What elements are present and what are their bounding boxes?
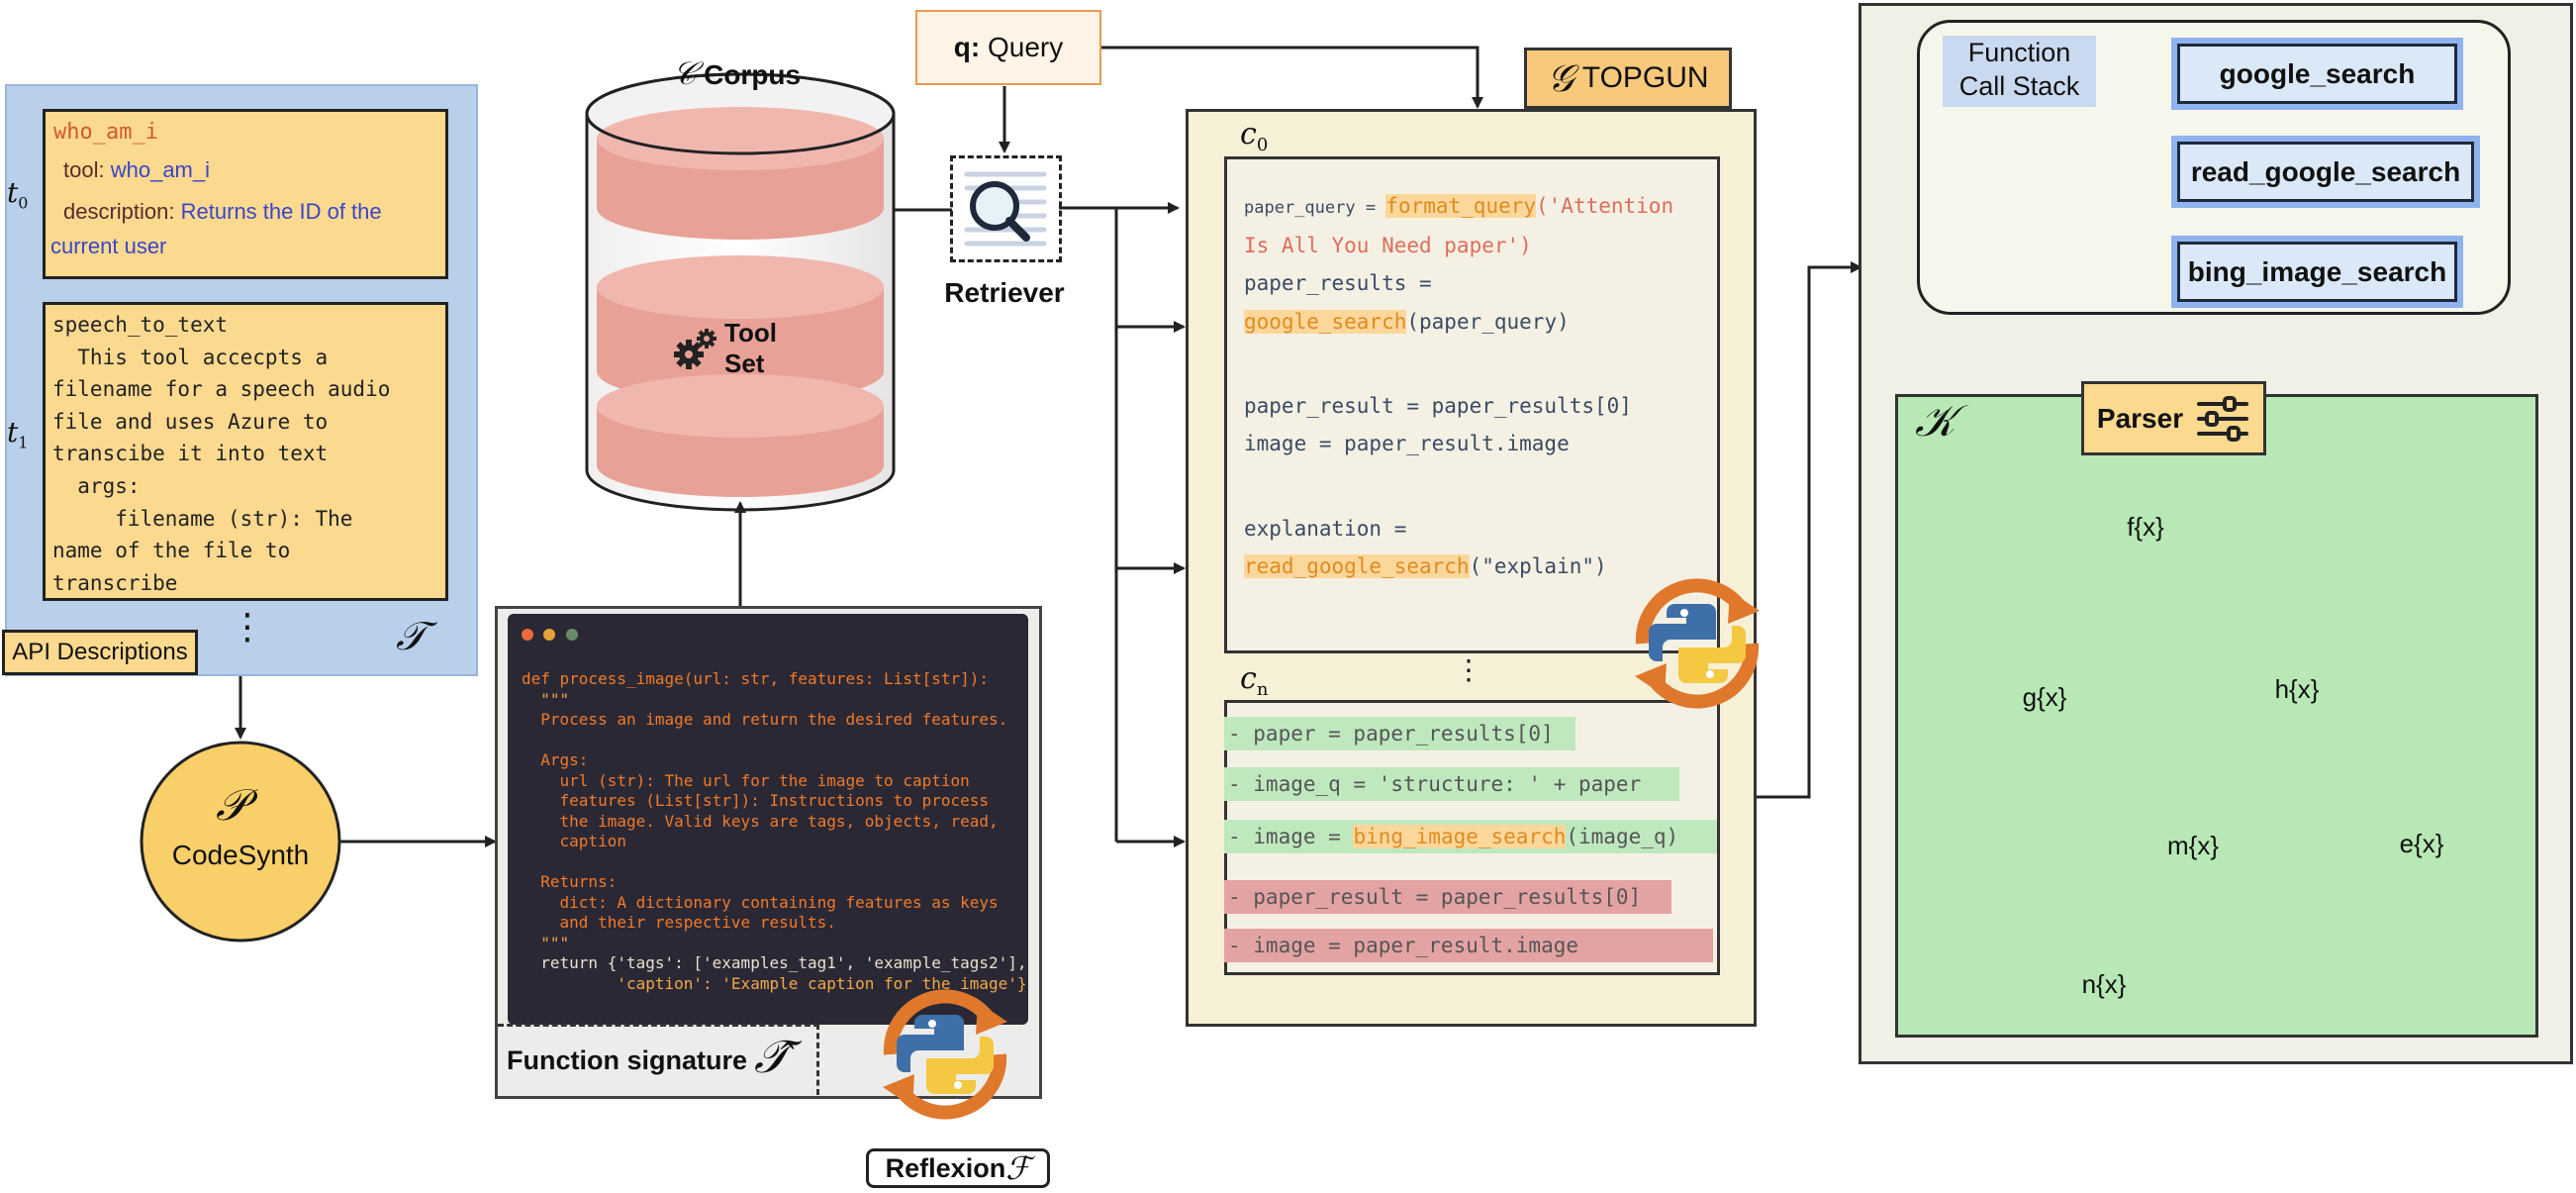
signature-code-line: 'caption': 'Example caption for the imag… — [522, 973, 1027, 993]
c0-label: c0 — [1240, 117, 1269, 155]
api-card-line: filename for a speech audio — [52, 377, 391, 402]
retriever-label: Retriever — [944, 277, 1065, 308]
codesynth-label: CodeSynth — [171, 840, 310, 870]
api-card-who-am-i: who_am_i tool: who_am_i description: Ret… — [43, 109, 448, 279]
cn-added-line-2: - image_q = 'structure: ' + paper — [1224, 767, 1679, 801]
tree-node-e: e{x} — [2399, 829, 2444, 858]
api-card-name: who_am_i — [53, 120, 158, 145]
signature-code-line: """ — [522, 689, 570, 709]
description-value-cont: current user — [50, 234, 167, 258]
function-signature-symbol: 𝒯̂ — [754, 1030, 790, 1083]
codesynth-symbol: 𝒫 — [216, 780, 247, 831]
python-cycle-icon — [1635, 578, 1760, 709]
minimize-dot-icon — [543, 629, 556, 641]
cn-label: cn — [1240, 661, 1269, 700]
api-descriptions-label: API Descriptions — [2, 630, 198, 675]
tool-value: who_am_i — [110, 157, 210, 182]
retriever-icon-frame — [950, 155, 1062, 262]
api-card-speech-to-text: speech_to_text This tool accecpts a filen… — [43, 302, 448, 601]
signature-code-line: Process an image and return the desired … — [522, 710, 1008, 729]
function-signature-code: def process_image(url: str, features: Li… — [522, 669, 1027, 1018]
gears-icon — [674, 329, 716, 369]
call-stack-label: Function Call Stack — [1943, 36, 2096, 107]
tool-key: tool: — [63, 157, 105, 182]
c0-code-line-4: google_search(paper_query) — [1244, 310, 1570, 334]
signature-code-line: """ — [522, 933, 570, 952]
parser-label: Parser — [2096, 402, 2184, 434]
api-card-line: name of the file to — [52, 539, 291, 563]
api-card-line: This tool accecpts a — [52, 345, 329, 369]
tree-node-n: n{x} — [2081, 969, 2127, 999]
stack-item-google-search: google_search — [2177, 44, 2457, 104]
parser-symbol: 𝒦 — [1915, 396, 1956, 447]
signature-code-line: and their respective results. — [522, 913, 836, 932]
api-set-symbol: 𝒯 — [396, 614, 427, 659]
api-ellipsis: ⋮ — [230, 606, 265, 646]
codesynth-circle — [140, 741, 341, 943]
python-cycle-icon — [883, 989, 1007, 1120]
api-card-line: speech_to_text — [52, 313, 229, 337]
stack-item-read-google-search: read_google_search — [2177, 142, 2474, 202]
signature-code-line: url (str): The url for the image to capt… — [522, 770, 970, 790]
signature-code-line — [522, 731, 1021, 751]
api-card-line: filename (str): The — [52, 506, 353, 531]
maximize-dot-icon — [565, 629, 578, 641]
signature-code-line: Returns: — [522, 872, 618, 891]
topgun-ellipsis: ⋮ — [1455, 654, 1482, 685]
function-signature-label: Function signature — [507, 1045, 747, 1075]
signature-code-line: def process_image(url: str, features: Li… — [522, 669, 990, 688]
corpus-title: 𝒞 Corpus — [673, 54, 802, 92]
c0-code-line-7: explanation = — [1244, 517, 1407, 541]
corpus-cylinder — [585, 72, 896, 512]
topgun-reflexion-icon — [1623, 569, 1771, 718]
cn-removed-line-2: - image = paper_result.image — [1224, 929, 1713, 962]
signature-code-line: caption — [522, 832, 626, 850]
api-card-line: file and uses Azure to — [52, 409, 329, 434]
magnifier-document-icon — [964, 171, 1047, 247]
cn-added-line-1: - paper = paper_results[0] — [1224, 717, 1575, 750]
parser-label-box: Parser — [2081, 381, 2266, 455]
stack-item-bing-image-search: bing_image_search — [2177, 242, 2457, 302]
api-card-line: transcibe it into text — [52, 442, 329, 466]
code-editor: def process_image(url: str, features: Li… — [508, 614, 1028, 1025]
signature-code-line: return {'tags': ['examples_tag1', 'examp… — [522, 953, 1027, 972]
c0-code-line-8: read_google_search("explain") — [1244, 554, 1607, 578]
api-card-line: transcribe — [52, 570, 178, 595]
window-controls — [522, 628, 578, 646]
t1-label: t1 — [7, 416, 29, 452]
sliders-icon — [2197, 395, 2249, 442]
tree-node-h: h{x} — [2274, 674, 2320, 704]
close-dot-icon — [522, 629, 533, 641]
toolset-label: Tool Set — [673, 318, 821, 378]
tree-node-f: f{x} — [2127, 512, 2164, 542]
t0-label: t0 — [7, 176, 29, 213]
signature-code-line: features (List[str]): Instructions to pr… — [522, 791, 990, 810]
signature-code-line — [522, 852, 1021, 873]
description-key: description: — [63, 199, 175, 224]
signature-code-line: dict: A dictionary containing features a… — [522, 892, 999, 912]
signature-code-line: Args: — [522, 750, 589, 769]
description-value: Returns the ID of the — [180, 199, 382, 224]
query-box: q: Query — [915, 10, 1101, 85]
c0-code-line-2: Is All You Need paper') — [1244, 234, 1532, 257]
c0-code-line-6: image = paper_result.image — [1244, 432, 1570, 455]
tree-node-m: m{x} — [2166, 831, 2220, 860]
reflexion-icon — [871, 980, 1019, 1129]
signature-code-line: the image. Valid keys are tags, objects,… — [522, 811, 999, 831]
cn-removed-line-1: - paper_result = paper_results[0] — [1224, 880, 1671, 914]
c0-code-line-5: paper_result = paper_results[0] — [1244, 394, 1632, 418]
c0-code-line-1: paper_query = format_query('Attention — [1244, 194, 1674, 218]
api-card-line: args: — [52, 473, 141, 498]
topgun-title: 𝒢 TOPGUN — [1524, 48, 1732, 109]
c0-code-line-3: paper_results = — [1244, 271, 1432, 295]
parser-panel — [1895, 394, 2538, 1038]
api-card-body: speech_to_text This tool accecpts a filen… — [52, 309, 390, 599]
signature-label-frame — [498, 1024, 819, 1095]
tree-node-g: g{x} — [2022, 682, 2067, 712]
cn-added-line-3: - image = bing_image_search(image_q) — [1224, 820, 1717, 853]
